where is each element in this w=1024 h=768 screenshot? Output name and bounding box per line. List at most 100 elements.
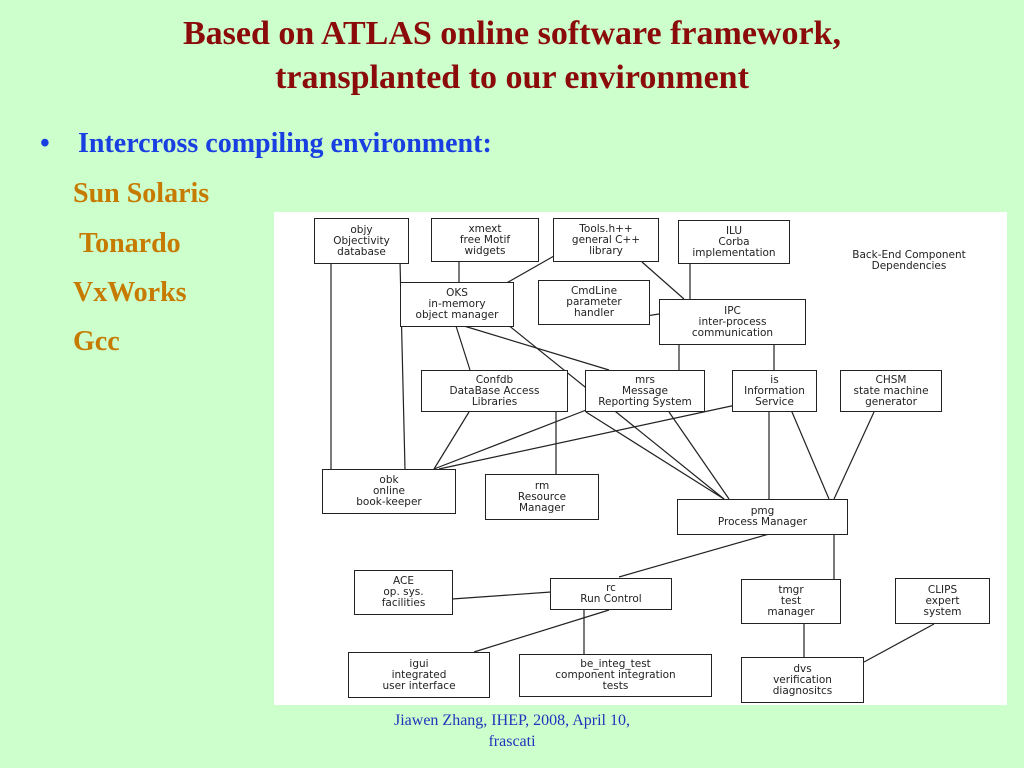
node-cmdline: CmdLine parameter handler bbox=[538, 280, 650, 325]
node-tmgr-line-2: test bbox=[780, 595, 802, 607]
node-igui-line-3: user interface bbox=[382, 679, 456, 692]
node-tools: Tools.h++ general C++ library bbox=[553, 218, 659, 262]
node-rm-line-2: Resource bbox=[517, 490, 567, 503]
edge bbox=[433, 411, 470, 470]
node-ilu: ILU Corba implementation bbox=[678, 220, 790, 264]
node-ipc-line-1: IPC bbox=[724, 304, 741, 317]
title-line-2: transplanted to our environment bbox=[275, 59, 749, 96]
node-is-line-3: Service bbox=[755, 395, 794, 408]
node-igui-line-1: igui bbox=[409, 657, 429, 670]
bullet-dot-icon: • bbox=[40, 128, 50, 159]
node-ipc-line-2: inter-process bbox=[698, 315, 767, 328]
node-xmext-line-2: free Motif bbox=[459, 233, 511, 246]
env-item-tonardo: Tonardo bbox=[79, 228, 181, 259]
slide-title: Based on ATLAS online software framework… bbox=[0, 12, 1024, 100]
env-item-gcc: Gcc bbox=[73, 326, 120, 357]
node-objy: objy Objectivity database bbox=[314, 218, 409, 264]
node-dvs: dvs verification diagnositcs bbox=[741, 657, 864, 703]
node-be-integ-test-line-3: tests bbox=[602, 680, 629, 692]
node-xmext: xmext free Motif widgets bbox=[431, 218, 539, 262]
edge bbox=[451, 591, 552, 600]
node-ipc: IPC inter-process communication bbox=[659, 299, 806, 345]
node-is-line-1: is bbox=[770, 373, 779, 386]
node-igui: igui integrated user interface bbox=[348, 652, 490, 698]
node-objy-line-3: database bbox=[337, 245, 386, 258]
node-clips-line-1: CLIPS bbox=[927, 583, 958, 596]
node-ace-line-1: ACE bbox=[393, 575, 414, 587]
node-objy-line-2: Objectivity bbox=[333, 234, 390, 247]
bullet-text: Intercross compiling environment: bbox=[78, 128, 492, 159]
node-rc-line-1: rc bbox=[606, 582, 616, 594]
node-pmg-line-2: Process Manager bbox=[717, 516, 808, 528]
node-chsm-line-1: CHSM bbox=[875, 373, 907, 386]
node-confdb-line-3: Libraries bbox=[471, 395, 518, 408]
node-ilu-line-3: implementation bbox=[692, 246, 776, 259]
node-tools-line-3: library bbox=[589, 244, 623, 257]
diagram-title: Back-End Component Dependencies bbox=[824, 250, 994, 272]
node-clips-line-2: expert bbox=[925, 594, 960, 607]
node-pmg-line-1: pmg bbox=[750, 505, 775, 517]
node-rm-line-3: Manager bbox=[518, 501, 566, 514]
node-chsm: CHSM state machine generator bbox=[840, 370, 942, 412]
node-obk-line-2: online bbox=[372, 485, 406, 497]
node-rm: rm Resource Manager bbox=[485, 474, 599, 520]
node-tmgr-line-1: tmgr bbox=[778, 584, 804, 596]
node-obk-line-1: obk bbox=[379, 474, 399, 486]
node-oks-line-3: object manager bbox=[415, 309, 499, 321]
node-rc: rc Run Control bbox=[550, 578, 672, 610]
node-oks: OKS in-memory object manager bbox=[400, 282, 514, 327]
node-ipc-line-3: communication bbox=[691, 326, 774, 339]
node-tools-line-2: general C++ bbox=[571, 233, 641, 246]
edge bbox=[433, 406, 595, 470]
node-confdb-line-1: Confdb bbox=[475, 373, 514, 386]
node-be-integ-test: be_integ_test component integration test… bbox=[519, 654, 712, 697]
edge bbox=[788, 404, 830, 500]
node-is: is Information Service bbox=[732, 370, 817, 412]
node-pmg: pmg Process Manager bbox=[677, 499, 848, 535]
node-cmdline-line-1: CmdLine bbox=[570, 285, 618, 297]
node-clips-line-3: system bbox=[923, 605, 962, 618]
node-ilu-line-1: ILU bbox=[725, 224, 743, 237]
node-oks-line-1: OKS bbox=[446, 287, 468, 299]
edge bbox=[455, 325, 471, 371]
node-be-integ-test-line-2: component integration bbox=[555, 669, 676, 681]
node-confdb: Confdb DataBase Access Libraries bbox=[421, 370, 568, 412]
edge bbox=[641, 261, 685, 300]
node-ace-line-2: op. sys. bbox=[383, 586, 424, 598]
node-dvs-line-1: dvs bbox=[793, 662, 812, 675]
node-tmgr: tmgr test manager bbox=[741, 579, 841, 624]
edge bbox=[438, 404, 737, 470]
edge bbox=[668, 411, 730, 500]
node-obk: obk online book-keeper bbox=[322, 469, 456, 514]
node-mrs-line-2: Message bbox=[621, 384, 669, 397]
node-oks-line-2: in-memory bbox=[428, 298, 486, 310]
node-ace-line-3: facilities bbox=[381, 597, 426, 609]
footer-line-1: Jiawen Zhang, IHEP, 2008, April 10, bbox=[394, 712, 630, 729]
diagram-title-line-1: Back-End Component bbox=[852, 249, 966, 261]
edge bbox=[473, 609, 610, 653]
title-line-1: Based on ATLAS online software framework… bbox=[183, 15, 841, 52]
node-rm-line-1: rm bbox=[534, 479, 550, 492]
footer-line-2: frascati bbox=[488, 733, 536, 750]
node-is-line-2: Information bbox=[744, 384, 805, 397]
node-ace: ACE op. sys. facilities bbox=[354, 570, 453, 615]
edge bbox=[618, 533, 770, 578]
node-xmext-line-1: xmext bbox=[468, 222, 502, 235]
diagram-title-line-2: Dependencies bbox=[871, 260, 947, 272]
node-igui-line-2: integrated bbox=[391, 668, 447, 681]
node-chsm-line-3: generator bbox=[865, 395, 917, 408]
node-cmdline-line-3: handler bbox=[573, 307, 615, 319]
edge bbox=[585, 411, 725, 500]
node-dvs-line-3: diagnositcs bbox=[772, 684, 833, 697]
node-mrs: mrs Message Reporting System bbox=[585, 370, 705, 412]
node-tools-line-1: Tools.h++ bbox=[579, 222, 633, 235]
dependency-diagram: Back-End Component Dependencies objy Obj… bbox=[274, 212, 1007, 705]
edge bbox=[863, 623, 935, 663]
node-tmgr-line-3: manager bbox=[767, 606, 815, 618]
node-be-integ-test-line-1: be_integ_test bbox=[580, 658, 651, 670]
node-dvs-line-2: verification bbox=[773, 673, 832, 686]
node-chsm-line-2: state machine bbox=[853, 384, 929, 397]
node-obk-line-3: book-keeper bbox=[356, 496, 422, 508]
bullet-item: • Intercross compiling environment: bbox=[40, 128, 492, 160]
node-cmdline-line-2: parameter bbox=[566, 296, 622, 308]
